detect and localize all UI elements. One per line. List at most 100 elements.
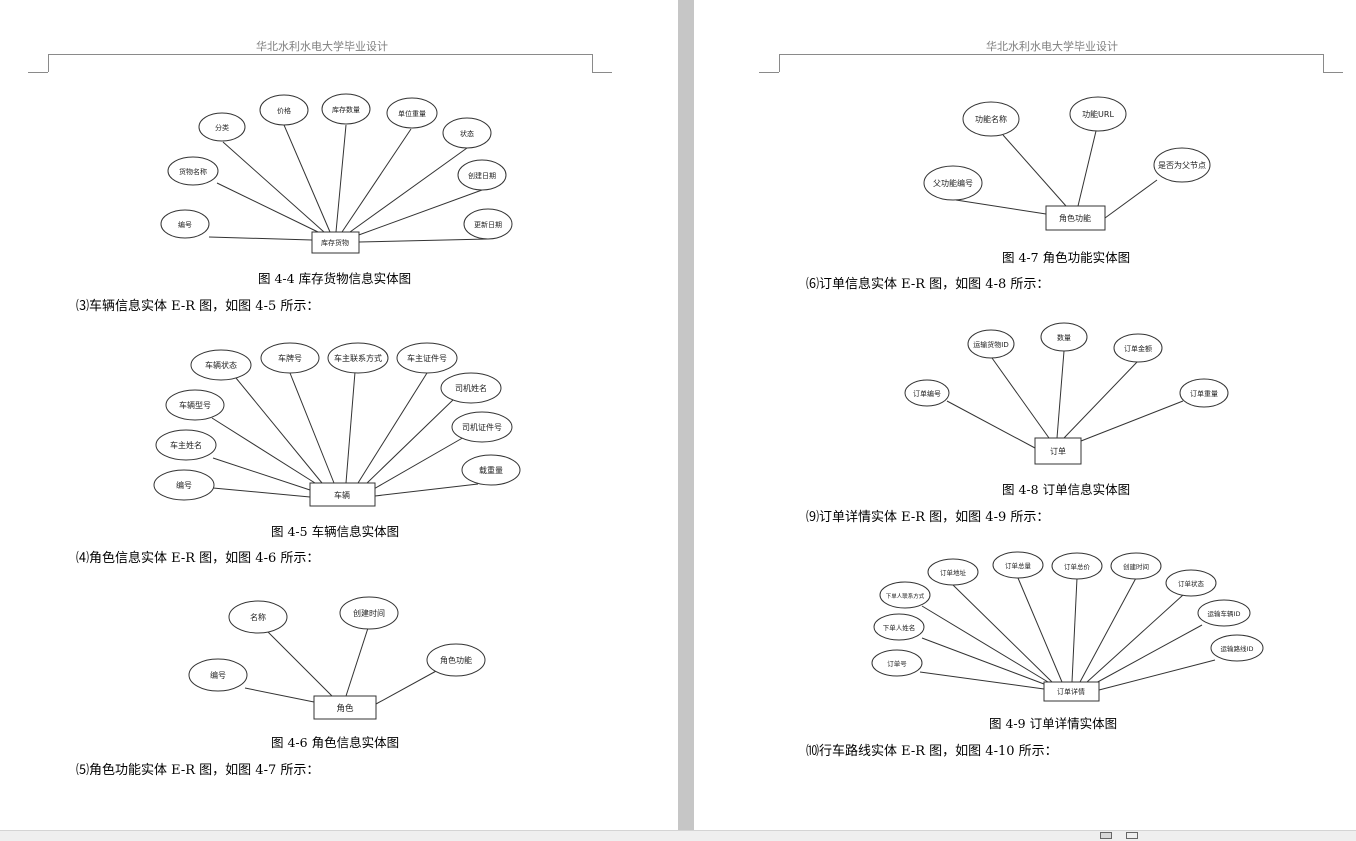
attribute-label: 订单金额 [1124, 344, 1152, 353]
attribute-label: 分类 [215, 123, 229, 132]
attribute-label: 车主证件号 [407, 353, 447, 363]
attribute-ellipse [386, 97, 438, 129]
attribute-ellipse [190, 349, 252, 381]
figure-caption: 图 4-6 角色信息实体图 [271, 735, 400, 750]
entity-label: 车辆 [334, 490, 350, 500]
entity-box [1034, 437, 1082, 465]
attribute-label: 编号 [176, 480, 192, 490]
attribute-ellipse [967, 329, 1015, 359]
attribute-ellipse [1051, 552, 1103, 580]
attribute-label: 运输车辆ID [1208, 609, 1241, 618]
attribute-ellipse [321, 93, 371, 125]
attribute-ellipse [904, 379, 950, 407]
attribute-ellipse [962, 101, 1020, 137]
attribute-ellipse [1113, 333, 1163, 363]
body-paragraph: ⑽行车路线实体 E-R 图，如图 4-10 所示： [806, 744, 1058, 759]
attribute-ellipse [879, 581, 931, 609]
attribute-ellipse [1069, 96, 1127, 132]
figure-caption: 图 4-8 订单信息实体图 [1002, 482, 1131, 497]
attribute-label: 父功能编号 [933, 178, 973, 188]
attribute-label: 价格 [277, 106, 291, 115]
attribute-ellipse [873, 613, 925, 641]
attribute-ellipse [155, 429, 217, 461]
body-paragraph: ⑹订单信息实体 E-R 图，如图 4-8 所示： [806, 277, 1050, 292]
header-corner-mark [28, 72, 48, 73]
attribute-ellipse [327, 342, 389, 374]
attribute-ellipse [451, 411, 513, 443]
figure-caption: 图 4-4 库存货物信息实体图 [258, 271, 412, 286]
attribute-ellipse [440, 372, 502, 404]
attribute-label: 运输路线ID [1221, 644, 1254, 653]
attribute-ellipse [426, 643, 486, 677]
attribute-label: 车主姓名 [170, 440, 202, 450]
attribute-ellipse [927, 558, 979, 586]
er-diagram-role: 编号 名称 创建时间 角色功能 角色 [188, 596, 486, 720]
attribute-ellipse [457, 159, 507, 191]
header-corner-mark [1323, 54, 1324, 72]
attribute-ellipse [871, 649, 923, 677]
header-rule [779, 54, 1323, 55]
attribute-label: 状态 [460, 129, 474, 138]
page-gutter [678, 0, 694, 830]
header-corner-mark [1323, 72, 1343, 73]
attribute-label: 是否为父节点 [1158, 160, 1206, 170]
attribute-ellipse [396, 342, 458, 374]
entity-box [311, 231, 360, 254]
attribute-ellipse [461, 454, 521, 486]
attribute-label: 车牌号 [278, 353, 302, 363]
body-paragraph: ⑷角色信息实体 E-R 图，如图 4-6 所示： [76, 551, 320, 566]
attribute-label: 下单人姓名 [883, 623, 916, 632]
attribute-ellipse [1210, 634, 1264, 662]
attribute-label: 创建时间 [1123, 562, 1149, 571]
attribute-ellipse [260, 342, 320, 374]
attribute-label: 库存数量 [332, 105, 360, 114]
entity-box [1045, 205, 1106, 231]
attribute-ellipse [1165, 569, 1217, 597]
attribute-label: 创建时间 [353, 608, 385, 618]
document-page-left: 华北水利水电大学毕业设计 编号 货物名称 [0, 0, 678, 830]
figure-caption: 图 4-9 订单详情实体图 [989, 716, 1118, 731]
attribute-label: 编号 [210, 670, 226, 680]
attribute-label: 订单总价 [1064, 562, 1091, 571]
attribute-ellipse [259, 94, 309, 126]
web-layout-view-icon[interactable] [1126, 832, 1138, 839]
attribute-label: 货物名称 [179, 167, 207, 176]
attribute-label: 订单总量 [1005, 561, 1032, 570]
attribute-label: 创建日期 [468, 171, 496, 180]
attribute-ellipse [339, 596, 399, 630]
attribute-label: 更新日期 [474, 220, 502, 229]
attribute-ellipse [992, 551, 1044, 579]
status-bar [0, 830, 1356, 841]
er-diagram-vehicle: 编号 车主姓名 车辆型号 车辆状态 车牌号 车主联系方式 车主证件号 司机姓名 … [153, 342, 521, 507]
attribute-ellipse [198, 112, 246, 142]
attribute-ellipse [923, 165, 983, 201]
attribute-label: 载重量 [479, 465, 503, 475]
figure-caption: 图 4-7 角色功能实体图 [1002, 250, 1131, 265]
attribute-label: 功能名称 [975, 114, 1007, 124]
attribute-ellipse [165, 389, 225, 421]
er-diagram-order-detail: 订单号 下单人姓名 下单人联系方式 订单地址 订单总量 订单总价 创建时间 订单… [871, 551, 1264, 702]
print-layout-view-icon[interactable] [1100, 832, 1112, 839]
header-rule [48, 54, 592, 55]
page-header-text: 华北水利水电大学毕业设计 [986, 40, 1118, 53]
figure-caption: 图 4-5 车辆信息实体图 [271, 524, 400, 539]
attribute-label: 订单号 [887, 659, 907, 668]
attribute-ellipse [442, 117, 492, 149]
document-page-right: 华北水利水电大学毕业设计 父功能编号 功能名称 功能URL 是否为父节点 角色功… [694, 0, 1356, 830]
attribute-label: 订单地址 [940, 568, 967, 577]
attribute-ellipse [153, 469, 215, 501]
entity-box [1043, 681, 1100, 702]
entity-label: 订单 [1050, 446, 1066, 456]
entity-label: 库存货物 [321, 238, 349, 247]
entity-label: 订单详情 [1057, 687, 1085, 696]
attribute-label: 运输货物ID [973, 340, 1008, 349]
attribute-label: 下单人联系方式 [886, 592, 925, 600]
header-corner-mark [592, 54, 593, 72]
attribute-ellipse [188, 658, 248, 692]
header-corner-mark [779, 54, 780, 72]
body-paragraph: ⑶车辆信息实体 E-R 图，如图 4-5 所示： [76, 299, 320, 314]
body-paragraph: ⑼订单详情实体 E-R 图，如图 4-9 所示： [806, 510, 1050, 525]
attribute-ellipse [1040, 322, 1088, 352]
header-corner-mark [759, 72, 779, 73]
attribute-ellipse [1153, 147, 1211, 183]
